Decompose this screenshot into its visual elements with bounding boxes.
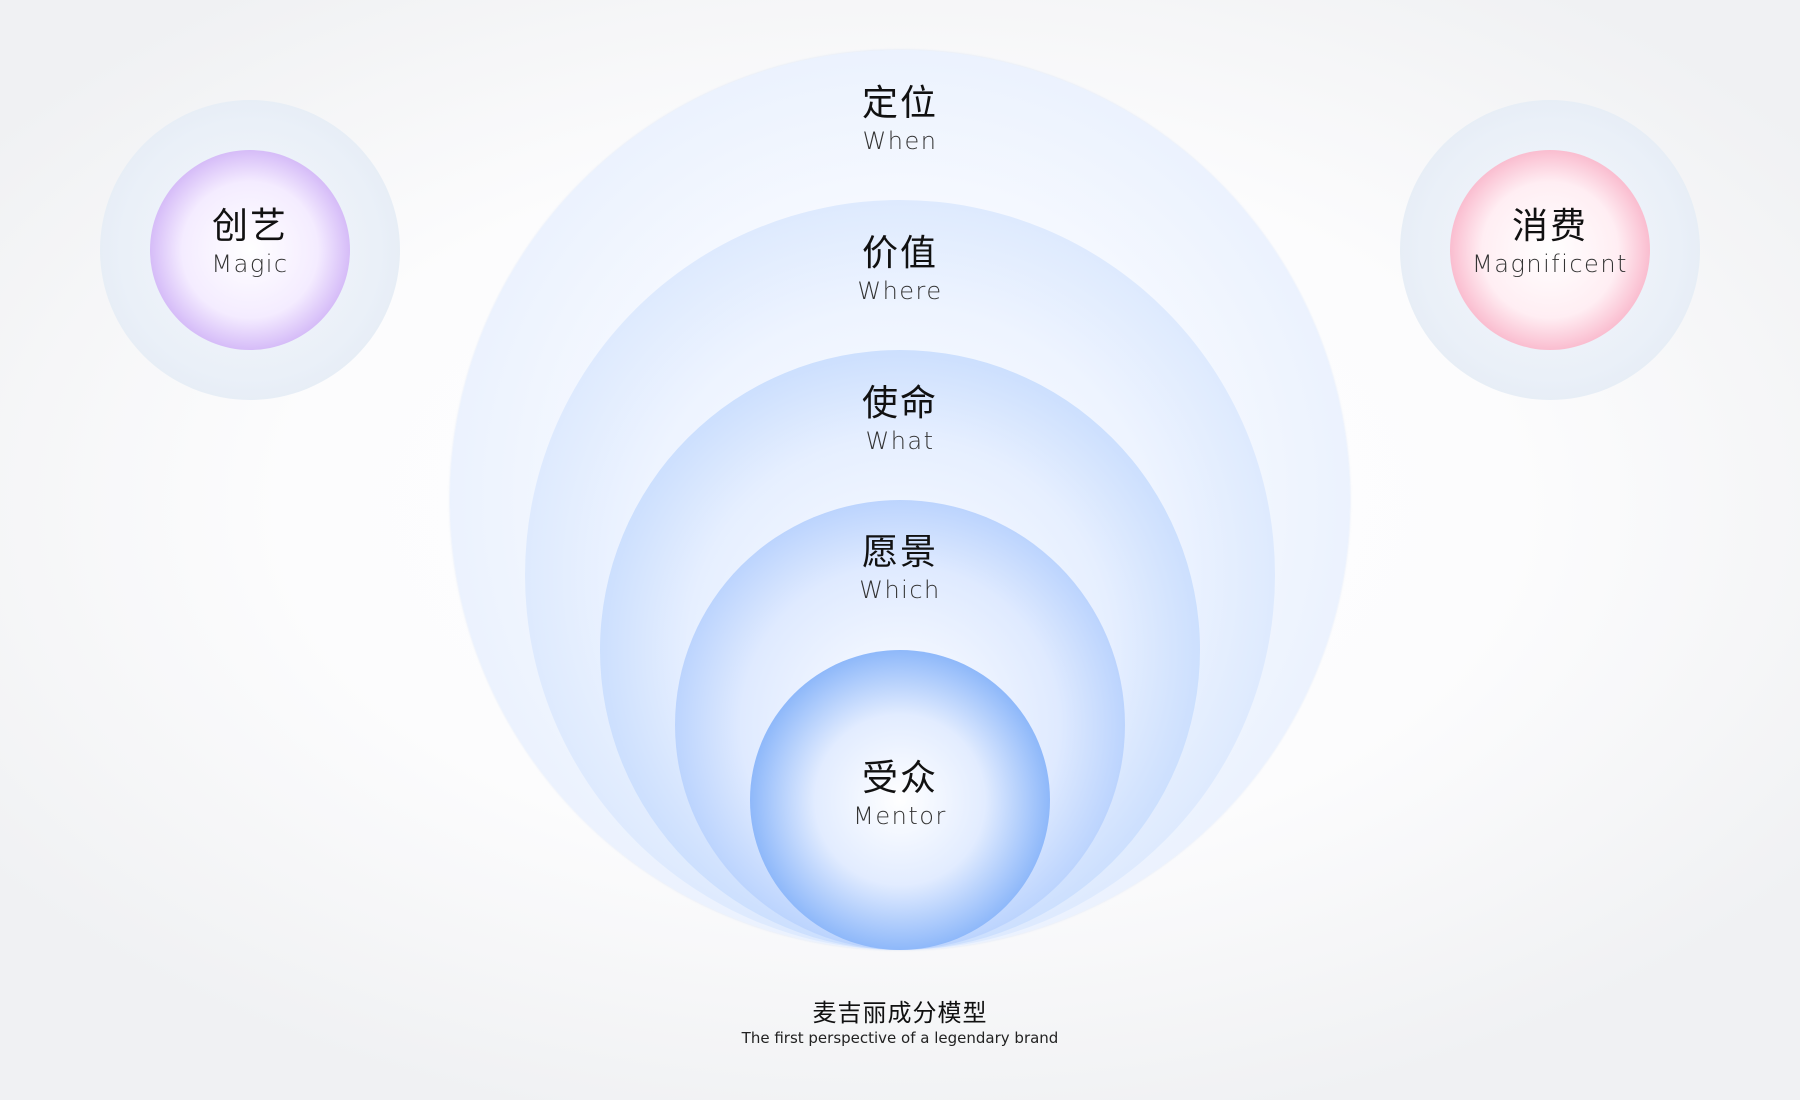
layer-label-en: Mentor — [853, 802, 947, 830]
layer-label-vision: 愿景 Which — [750, 531, 1050, 605]
layer-label-en: Where — [857, 277, 943, 305]
layer-label-audience: 受众 Mentor — [750, 757, 1050, 831]
layer-label-zh: 受众 — [861, 758, 938, 799]
side-label-zh: 创艺 — [211, 206, 288, 247]
side-label-en: Magnificent — [1472, 250, 1628, 278]
layer-circle-audience — [750, 650, 1050, 950]
layer-label-mission: 使命 What — [750, 382, 1050, 456]
caption-title: 麦吉丽成分模型 — [812, 999, 988, 1027]
caption-subtitle: The first perspective of a legendary bra… — [741, 1029, 1059, 1047]
layer-label-zh: 定位 — [861, 83, 938, 124]
diagram-caption: 麦吉丽成分模型 The first perspective of a legen… — [600, 998, 1200, 1048]
layer-label-en: Which — [859, 576, 941, 604]
layer-label-positioning: 定位 When — [750, 82, 1050, 156]
layer-label-en: When — [862, 127, 938, 155]
side-label-magnificent: 消费 Magnificent — [1400, 205, 1700, 279]
side-label-zh: 消费 — [1511, 206, 1588, 247]
layer-label-zh: 价值 — [861, 233, 938, 274]
side-orb-magnificent — [1450, 150, 1650, 350]
layer-label-value: 价值 Where — [750, 232, 1050, 306]
side-label-en: Magic — [211, 250, 289, 278]
side-orb-magic — [150, 150, 350, 350]
layer-label-en: What — [865, 427, 935, 455]
layer-label-zh: 使命 — [861, 383, 938, 424]
side-label-magic: 创艺 Magic — [100, 205, 400, 279]
layer-label-zh: 愿景 — [861, 532, 938, 573]
